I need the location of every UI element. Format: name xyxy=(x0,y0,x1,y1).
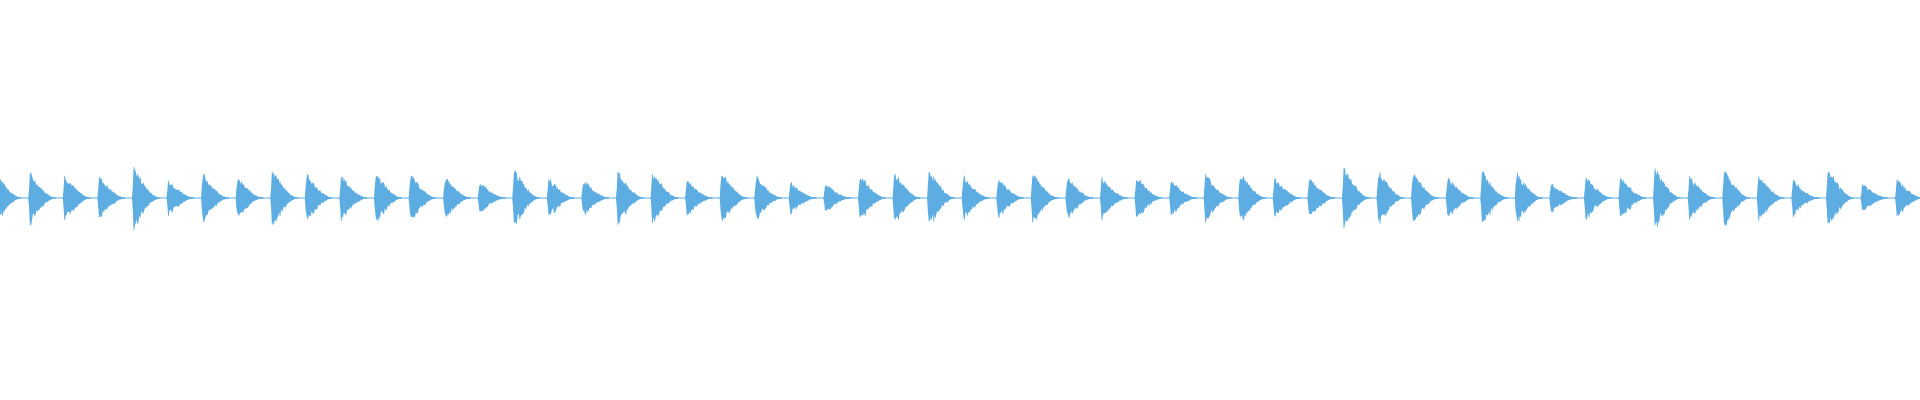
waveform-pulse xyxy=(1307,179,1335,215)
waveform-pulse xyxy=(1376,171,1405,225)
waveform-pulse xyxy=(961,175,990,221)
waveform-pulse xyxy=(443,178,471,218)
waveform-pulse xyxy=(235,179,264,216)
waveform-pulse xyxy=(788,181,817,215)
waveform-pulse xyxy=(1203,174,1232,223)
waveform-pulse xyxy=(581,181,609,216)
waveform-pulse xyxy=(1584,177,1612,220)
waveform-pulse xyxy=(892,173,921,221)
waveform-pulse xyxy=(546,179,575,216)
waveform-pulse xyxy=(166,180,195,216)
waveform-pulse xyxy=(1653,168,1681,227)
waveform-pulse xyxy=(823,185,851,211)
waveform-pulse xyxy=(1065,177,1093,218)
waveform-pulse xyxy=(650,174,679,224)
waveform-pulse xyxy=(1826,171,1854,224)
waveform-pulse xyxy=(1722,170,1750,226)
waveform-pulse xyxy=(858,178,886,218)
waveform-pulse xyxy=(201,173,229,223)
waveform-pulse xyxy=(28,172,56,226)
waveform-pulse xyxy=(1480,171,1508,223)
waveform-pulse xyxy=(1134,179,1163,218)
waveform-pulse xyxy=(685,180,713,215)
waveform-pulse xyxy=(1445,177,1474,216)
waveform-pulse xyxy=(62,175,91,221)
waveform-pulse xyxy=(132,166,160,231)
waveform-pulse xyxy=(1169,181,1197,216)
waveform-pulse xyxy=(512,169,540,224)
waveform-pulse xyxy=(1618,177,1647,217)
waveform-pulse xyxy=(1756,176,1785,221)
waveform-pulse xyxy=(996,179,1024,218)
waveform-pulse xyxy=(719,175,748,221)
waveform-pulse xyxy=(1687,176,1716,220)
waveform-pulse xyxy=(1238,175,1266,221)
waveform-pulse xyxy=(616,171,644,225)
waveform-pulse xyxy=(477,183,506,212)
waveform-pulse xyxy=(97,176,125,218)
waveform-pulse xyxy=(1549,183,1577,213)
waveform-pulse xyxy=(1895,179,1920,217)
waveform-pulse xyxy=(0,179,22,217)
waveform-pulse xyxy=(1272,177,1301,217)
waveform-pulse xyxy=(1100,177,1128,221)
waveform-pulse xyxy=(304,174,333,220)
waveform-pulse xyxy=(408,175,437,218)
waveform-pulse xyxy=(1411,173,1439,222)
waveform-pulse xyxy=(754,175,782,220)
waveform-pulse xyxy=(927,171,955,222)
waveform-pulse xyxy=(270,171,298,225)
waveform-pulse xyxy=(1791,179,1819,218)
waveform-pulse xyxy=(339,176,367,222)
waveform-pulse xyxy=(1342,167,1370,229)
waveform-pulse xyxy=(1860,184,1889,211)
waveform-pulse xyxy=(1514,172,1543,222)
waveform-pulse xyxy=(374,175,402,221)
waveform-pulse xyxy=(1030,175,1059,223)
